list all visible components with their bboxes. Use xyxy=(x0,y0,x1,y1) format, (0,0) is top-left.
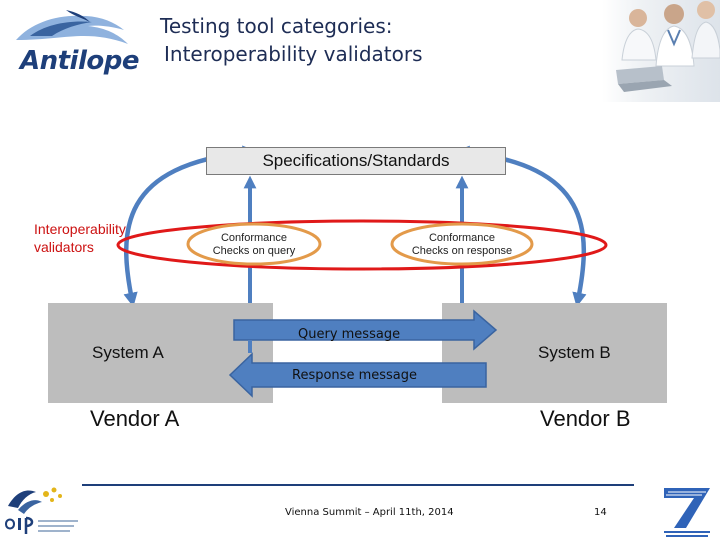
query-message-label: Query message xyxy=(298,327,401,342)
doctors-photo xyxy=(602,0,720,102)
vendor-a-label: Vendor A xyxy=(90,406,180,431)
system-b-label: System B xyxy=(538,343,611,362)
antelope-emblem-icon xyxy=(16,10,128,44)
validators-label-line-2: validators xyxy=(34,239,94,255)
validators-ellipse xyxy=(116,219,608,271)
system-a-label: System A xyxy=(92,343,164,362)
conformance-query-line-1: Conformance xyxy=(220,232,288,244)
title-line-1: Testing tool categories: xyxy=(160,14,393,38)
conformance-query-label: Conformance Checks on query xyxy=(200,232,308,258)
antilope-logo: Antilope xyxy=(6,6,146,78)
conformance-response-line-1: Conformance xyxy=(428,232,496,244)
cip-logo xyxy=(2,480,82,538)
vendor-b-label: Vendor B xyxy=(540,406,631,431)
logo-wordmark: Antilope xyxy=(20,46,140,76)
validators-label-line-1: Interoperability xyxy=(34,221,126,237)
conformance-query-line-2: Checks on query xyxy=(212,245,296,257)
conformance-response-ellipse xyxy=(390,222,534,266)
query-message-arrow xyxy=(233,309,498,351)
conformance-response-label: Conformance Checks on response xyxy=(402,232,522,258)
footer-text: Vienna Summit – April 11th, 2014 xyxy=(285,507,454,518)
conformance-query-ellipse xyxy=(186,222,322,266)
footer-divider xyxy=(82,484,634,486)
fp7-logo xyxy=(656,484,716,540)
fp7-emblem-icon xyxy=(664,488,710,537)
response-message-label: Response message xyxy=(292,368,417,383)
specifications-box: Specifications/Standards xyxy=(206,147,506,175)
interoperability-validators-label: Interoperability validators xyxy=(34,220,126,256)
cip-emblem-icon xyxy=(4,487,78,534)
slide-title: Testing tool categories: Interoperabilit… xyxy=(160,12,580,68)
conformance-response-line-2: Checks on response xyxy=(411,245,513,257)
response-message-arrow xyxy=(228,352,487,398)
title-line-2: Interoperability validators xyxy=(164,42,423,66)
page-number: 14 xyxy=(594,507,607,518)
